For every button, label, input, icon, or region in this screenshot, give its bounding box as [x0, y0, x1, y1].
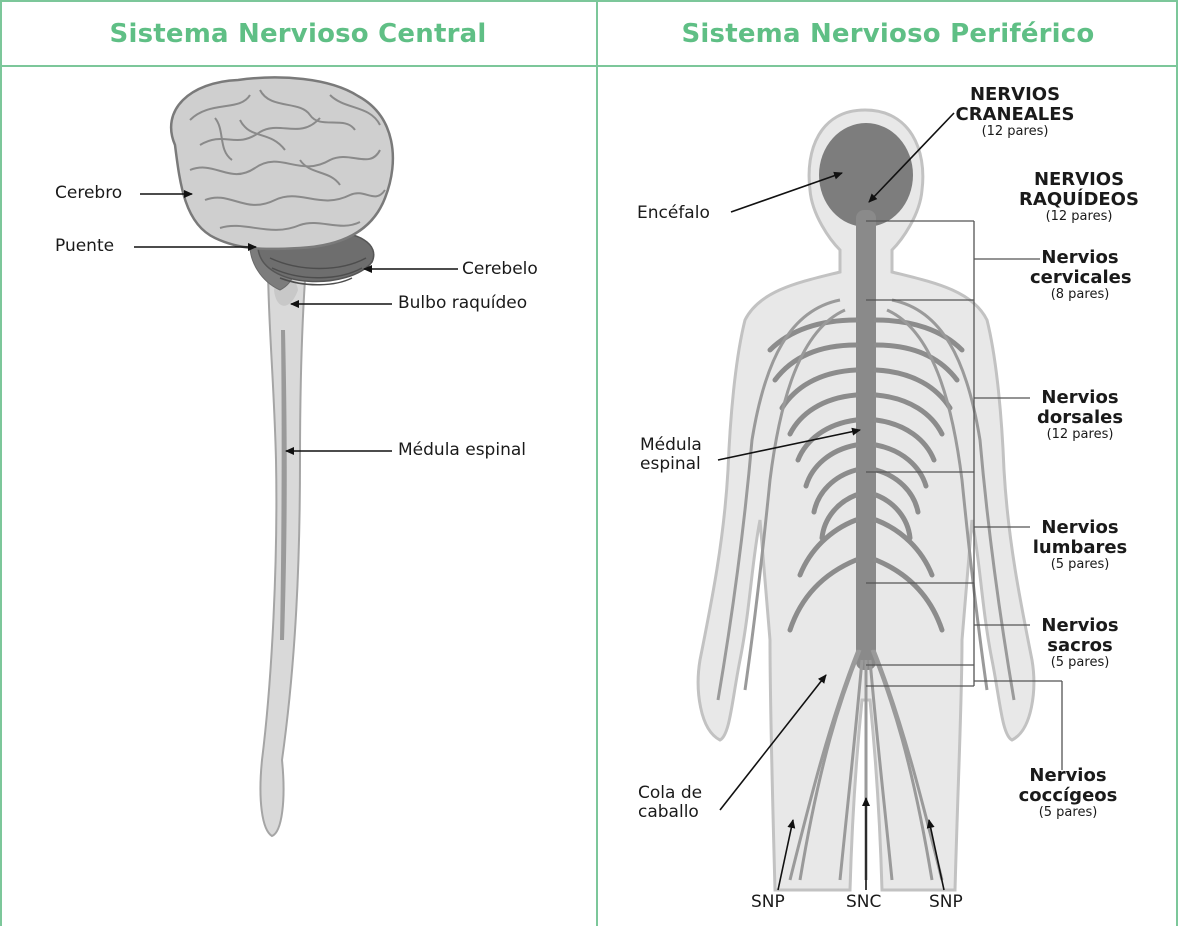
label-cola-de-caballo: Cola de caballo [638, 784, 702, 822]
label-nervios-dorsales: Nervios dorsales (12 pares) [1030, 388, 1130, 442]
label-nervios-sacros: Nervios sacros (5 pares) [1030, 616, 1130, 670]
label-snc: SNC [846, 893, 881, 912]
label-nervios-coccigeos: Nervios coccígeos (5 pares) [1012, 766, 1124, 820]
label-encefalo: Encéfalo [637, 204, 710, 223]
label-snp-left: SNP [751, 893, 785, 912]
label-snp-right: SNP [929, 893, 963, 912]
label-nervios-raquideos: NERVIOS RAQUÍDEOS (12 pares) [1018, 170, 1140, 224]
label-medula-espinal-right: Médula espinal [640, 436, 702, 474]
label-nervios-lumbares: Nervios lumbares (5 pares) [1030, 518, 1130, 572]
label-nervios-craneales: NERVIOS CRANEALES (12 pares) [955, 85, 1075, 139]
label-nervios-cervicales: Nervios cervicales (8 pares) [1030, 248, 1130, 302]
